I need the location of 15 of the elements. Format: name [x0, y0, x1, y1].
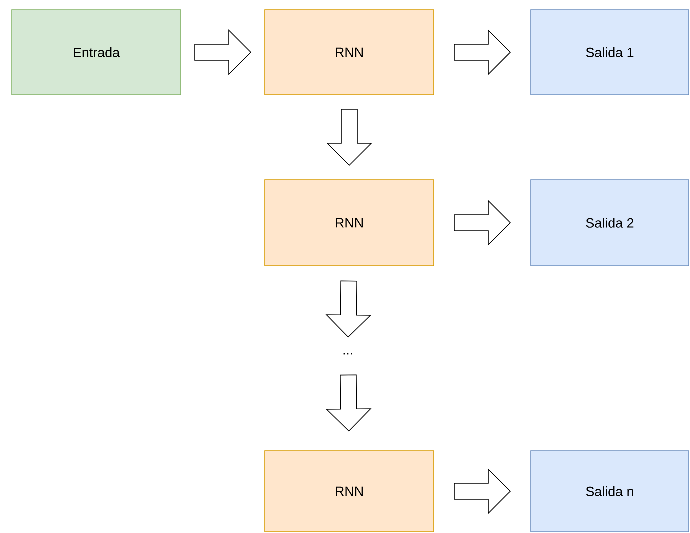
output-box: Salida 1: [530, 10, 690, 96]
block-arrow: [454, 468, 512, 514]
block-arrow: [454, 200, 512, 246]
input-box: Entrada: [12, 10, 182, 96]
block-arrow: [326, 109, 372, 166]
block-arrow: [326, 280, 372, 338]
block-arrow: [326, 374, 372, 432]
ellipsis-text: ...: [344, 353, 352, 355]
rnn-box: RNN: [264, 180, 434, 266]
rnn-box: RNN: [264, 10, 434, 96]
rnn-box: RNN: [264, 450, 434, 532]
output-box: Salida 2: [530, 180, 690, 266]
block-arrow: [454, 30, 512, 76]
block-arrow: [194, 30, 252, 76]
output-box: Salida n: [530, 450, 690, 532]
